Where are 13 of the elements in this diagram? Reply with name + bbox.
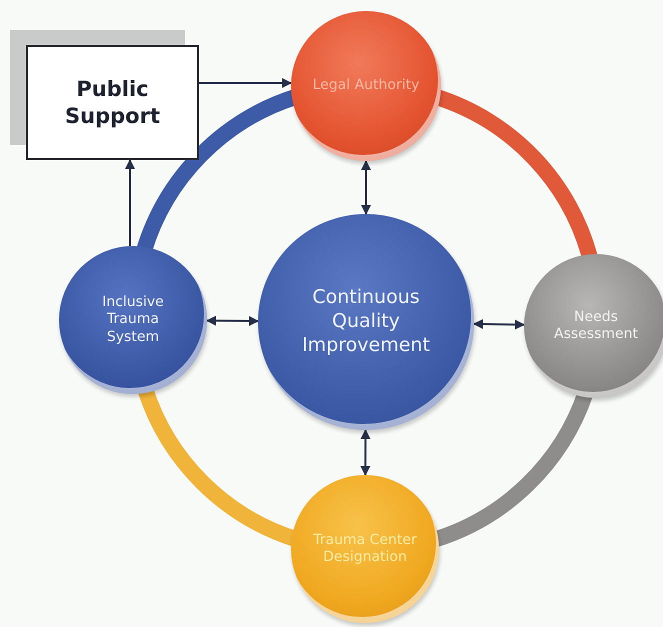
node-label: Legal Authority [312, 77, 420, 95]
box-label: Public Support [64, 76, 161, 129]
node-label: Trauma Center Designation [312, 532, 418, 566]
arrow [472, 319, 525, 330]
node-label: Inclusive Trauma System [101, 294, 165, 346]
process-box [26, 45, 199, 160]
node-label: Continuous Quality Improvement [301, 286, 431, 358]
arrow [361, 160, 371, 215]
arrow [199, 78, 292, 88]
arrow [206, 316, 259, 326]
arrow [125, 159, 135, 246]
arrow [360, 429, 370, 476]
node-label: Needs Assessment [553, 308, 639, 344]
